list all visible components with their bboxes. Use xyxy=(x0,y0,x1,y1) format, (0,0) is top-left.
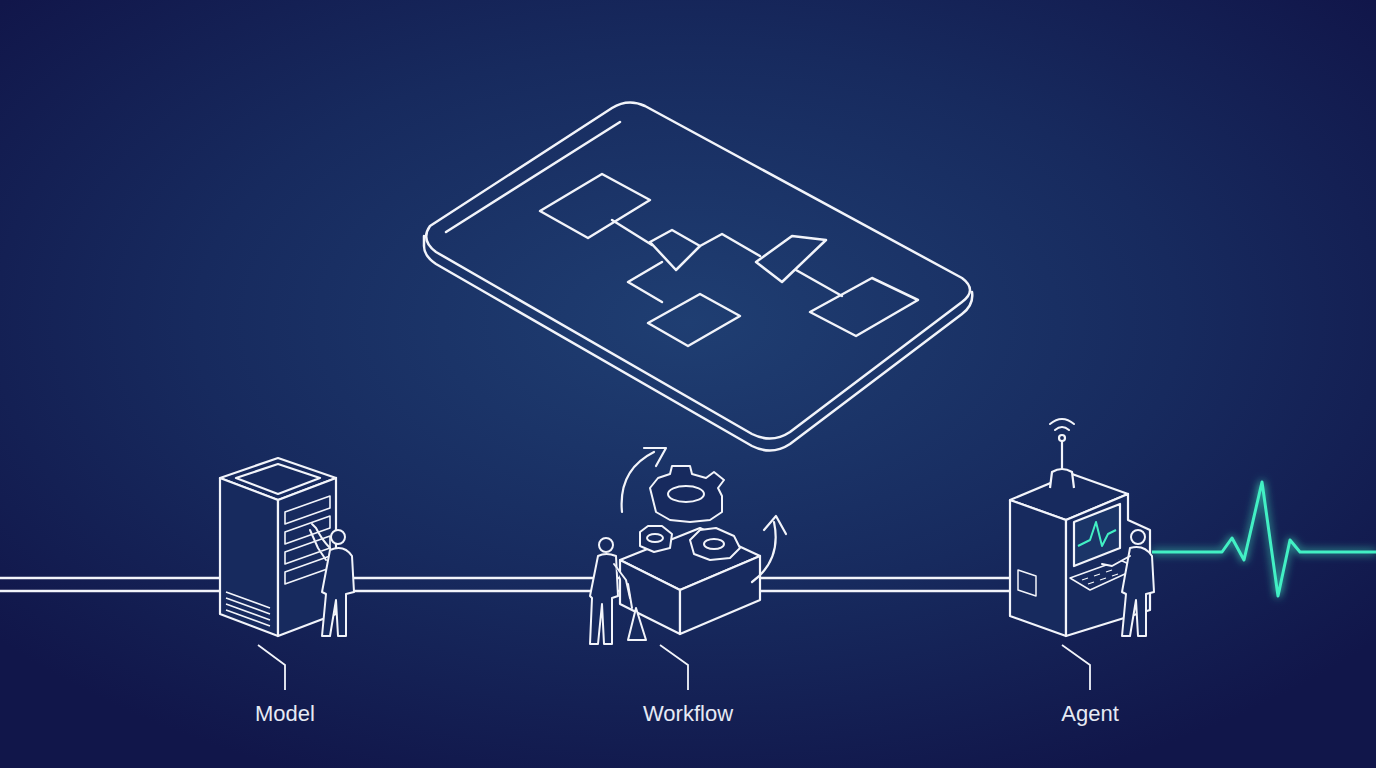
person xyxy=(310,524,354,636)
person xyxy=(1122,547,1154,636)
flowchart-tablet xyxy=(612,220,652,245)
server-rack xyxy=(285,556,330,584)
gear xyxy=(668,486,704,502)
agent-terminal xyxy=(1061,440,1063,470)
gear xyxy=(704,539,724,549)
person xyxy=(331,530,345,544)
flowchart-tablet xyxy=(810,278,918,336)
server-rack xyxy=(220,458,336,636)
flowchart-tablet xyxy=(628,262,662,302)
pulse-signal xyxy=(1152,482,1376,596)
wifi-signal xyxy=(1050,419,1074,424)
rotation-arrow xyxy=(622,448,786,582)
agent-terminal xyxy=(1059,435,1065,441)
agent-terminal xyxy=(1074,504,1120,566)
flowchart-tablet xyxy=(700,234,760,256)
flow-line xyxy=(0,578,1012,591)
gear xyxy=(640,466,740,560)
agent-terminal xyxy=(1078,522,1116,546)
flowchart-tablet xyxy=(446,122,620,232)
server-rack xyxy=(285,496,330,524)
agent-terminal xyxy=(1082,570,1118,584)
person xyxy=(628,608,646,640)
flowchart-tablet xyxy=(540,174,650,238)
flowchart-tablet xyxy=(426,102,970,438)
person xyxy=(599,538,613,552)
server-rack xyxy=(236,464,320,494)
server-rack xyxy=(226,592,270,626)
flowchart-tablet xyxy=(796,270,842,296)
wifi-signal xyxy=(1055,427,1069,430)
person xyxy=(312,524,354,636)
flowchart-tablet xyxy=(756,236,826,282)
agent-terminal xyxy=(1010,500,1066,636)
rotation-arrow xyxy=(764,516,786,534)
rotation-arrow xyxy=(644,448,666,466)
gear xyxy=(647,534,663,542)
agent-terminal xyxy=(1018,570,1036,596)
person xyxy=(1102,556,1130,566)
agent-terminal xyxy=(1050,469,1074,488)
server-rack xyxy=(226,496,330,626)
person xyxy=(310,530,326,560)
person xyxy=(1102,530,1154,636)
person xyxy=(590,538,646,644)
person xyxy=(1131,530,1145,544)
flow-line xyxy=(0,590,1012,593)
rotation-arrow xyxy=(622,452,654,512)
gear xyxy=(690,528,740,560)
flow-line xyxy=(0,577,1012,580)
wifi-signal xyxy=(1050,419,1074,430)
gear xyxy=(650,466,724,522)
leader-line xyxy=(660,645,688,690)
component-label: Workflow xyxy=(643,701,733,727)
flowchart-tablet xyxy=(424,102,972,450)
component-label: Model xyxy=(255,701,315,727)
gear-machine xyxy=(680,556,760,634)
person xyxy=(628,584,632,608)
leader-line xyxy=(1062,645,1090,690)
person xyxy=(614,564,630,598)
flowchart-tablet xyxy=(424,236,972,451)
person xyxy=(590,554,618,644)
agent-terminal xyxy=(1082,570,1118,584)
leader-line xyxy=(258,645,285,690)
flowchart-tablet xyxy=(648,294,740,346)
gear xyxy=(640,526,672,552)
server-rack xyxy=(220,478,278,636)
component-label: Agent xyxy=(1061,701,1119,727)
